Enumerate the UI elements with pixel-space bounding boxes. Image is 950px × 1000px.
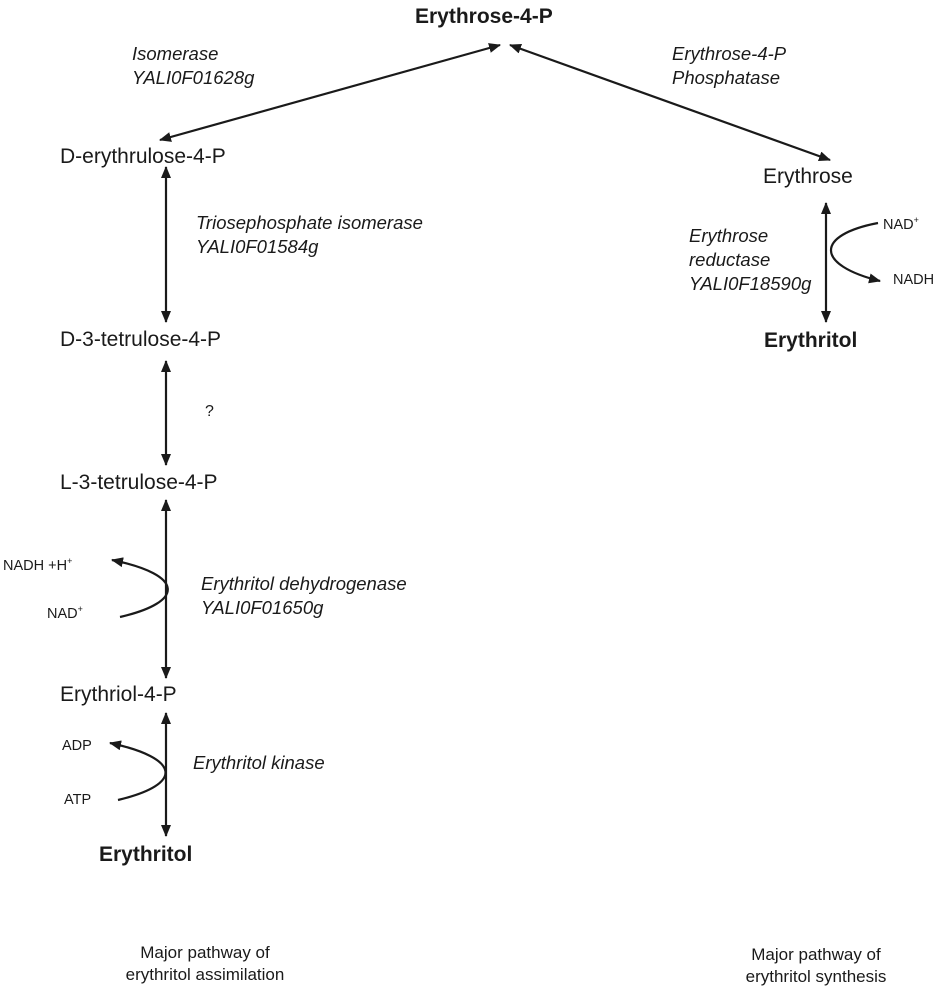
cofactor-text: NAD (47, 606, 78, 622)
arrow-erythrose4p-to-erythrulose (159, 43, 501, 142)
curve-atp-to-adp (109, 740, 167, 802)
cofactor-text: NAD (883, 217, 914, 233)
arrow-erythrose4p-to-erythrose (509, 43, 831, 162)
metabolite-l-3-tetrulose-4-p: L-3-tetrulose-4-P (60, 471, 218, 494)
cofactor-adp: ADP (62, 738, 92, 754)
cofactor-charge: + (77, 604, 83, 615)
caption-assimilation: Major pathway of erythritol assimilation (100, 942, 310, 986)
metabolite-d-3-tetrulose-4-p: D-3-tetrulose-4-P (60, 328, 222, 351)
enzyme-name: Isomerase (132, 43, 219, 64)
gene-id: YALI0F18590g (689, 273, 812, 294)
enzyme-unknown: ? (205, 403, 214, 420)
metabolite-erythritol-right: Erythritol (764, 329, 858, 352)
gene-id: YALI0F01628g (132, 67, 255, 88)
enzyme-isomerase: Isomerase YALI0F01628g (132, 42, 254, 90)
metabolite-erythrose-4-p: Erythrose-4-P (415, 5, 553, 28)
cofactor-nadh-right: NADH (893, 272, 935, 288)
metabolite-d-erythrulose-4-p: D-erythrulose-4-P (60, 145, 226, 168)
caption-line-2: erythritol assimilation (125, 965, 285, 984)
caption-line-2: erythritol synthesis (745, 967, 887, 986)
enzyme-name-line-1: Erythrose-4-P (672, 43, 787, 64)
cofactor-text: NADH +H (3, 558, 68, 574)
enzyme-erythritol-kinase: Erythritol kinase (193, 752, 325, 773)
cofactor-nad-left: NAD+ (47, 604, 83, 622)
curve-nad-to-nadh-right (830, 221, 881, 284)
cofactor-nad-right: NAD+ (883, 215, 919, 233)
caption-line-1: Major pathway of (140, 943, 270, 962)
enzyme-erythrose-4-p-phosphatase: Erythrose-4-P Phosphatase (672, 42, 786, 90)
metabolite-erythriol-4-p: Erythriol-4-P (60, 683, 177, 706)
enzyme-name: Erythritol dehydrogenase (201, 573, 407, 594)
curve-nad-to-nadh-left (111, 557, 169, 619)
enzyme-name-line-2: Phosphatase (672, 67, 781, 88)
enzyme-triosephosphate-isomerase: Triosephosphate isomerase YALI0F01584g (196, 211, 423, 259)
caption-line-1: Major pathway of (751, 945, 881, 964)
enzyme-erythrose-reductase: Erythrose reductase YALI0F18590g (689, 224, 811, 296)
cofactor-charge: + (67, 556, 73, 567)
cofactor-nadh-h: NADH +H+ (3, 556, 73, 574)
gene-id: YALI0F01584g (196, 236, 319, 257)
cofactor-atp: ATP (64, 792, 92, 808)
enzyme-name-line-2: reductase (689, 249, 771, 270)
gene-id: YALI0F01650g (201, 597, 324, 618)
enzyme-name-line-1: Erythrose (689, 225, 769, 246)
metabolite-erythrose: Erythrose (763, 165, 853, 188)
caption-synthesis: Major pathway of erythritol synthesis (716, 944, 916, 988)
enzyme-name: Triosephosphate isomerase (196, 212, 423, 233)
metabolite-erythritol-left: Erythritol (99, 843, 193, 866)
enzyme-erythritol-dehydrogenase: Erythritol dehydrogenase YALI0F01650g (201, 572, 407, 620)
cofactor-charge: + (913, 215, 919, 226)
